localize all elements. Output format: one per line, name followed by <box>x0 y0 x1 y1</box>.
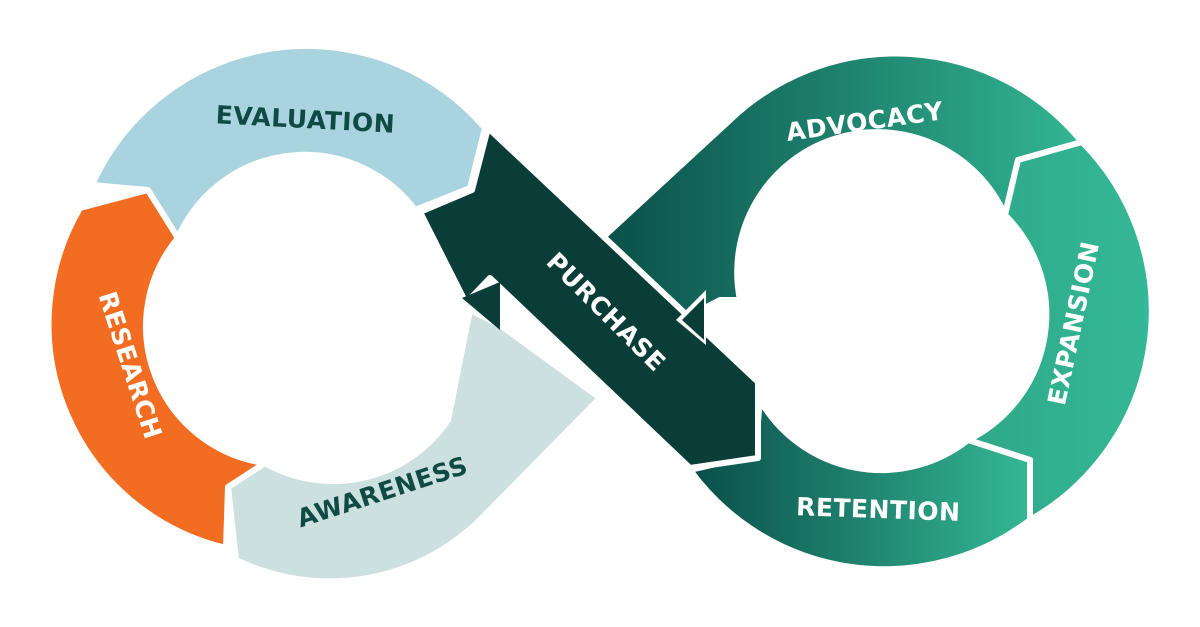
left-loop <box>45 42 603 585</box>
evaluation-segment <box>89 42 488 241</box>
research-segment <box>45 187 268 551</box>
right-loop <box>597 50 1155 573</box>
expansion-segment <box>965 139 1155 523</box>
purchase-segment <box>417 125 761 471</box>
retention-label: RETENTION <box>796 492 961 527</box>
advocacy-segment <box>597 50 1085 321</box>
purchase-band <box>417 125 761 471</box>
purchase-arrow-left <box>462 282 500 330</box>
retention-segment <box>687 397 1033 573</box>
purchase-arrowhead <box>682 298 704 340</box>
